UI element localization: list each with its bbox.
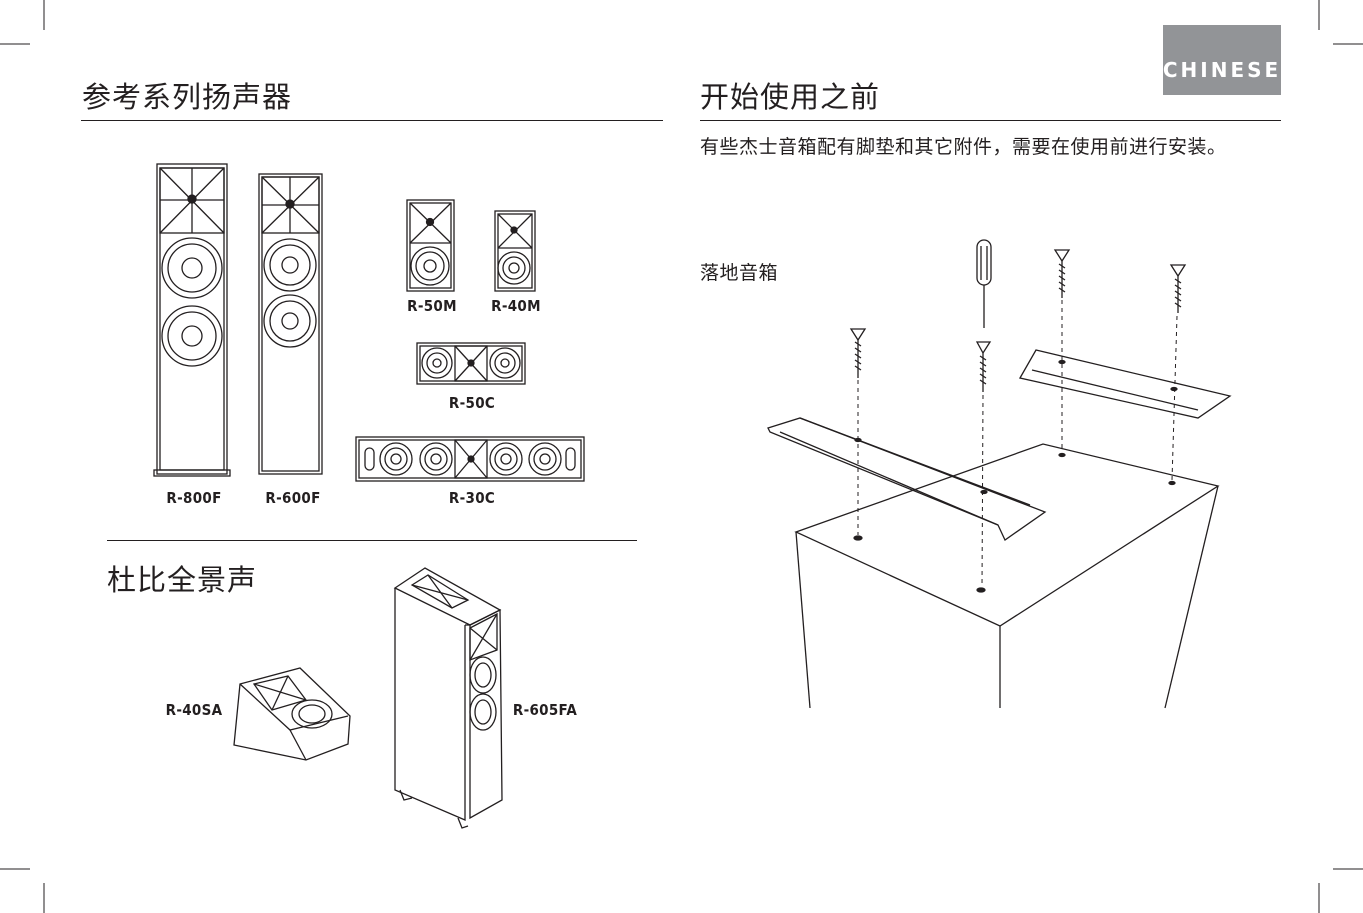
floorstanding-subheading: 落地音箱 <box>700 262 779 284</box>
r50m-speaker-illustration <box>406 199 455 292</box>
title-divider-left <box>81 120 663 121</box>
model-label-r605fa: R-605FA <box>512 701 578 719</box>
model-label-r600f: R-600F <box>265 489 321 507</box>
model-label-r800f: R-800F <box>166 489 222 507</box>
model-label-r50c: R-50C <box>448 394 496 412</box>
r800f-speaker-illustration <box>153 163 231 477</box>
atmos-divider <box>107 540 637 541</box>
r605fa-speaker-illustration <box>393 567 503 829</box>
r600f-speaker-illustration <box>258 173 323 475</box>
r30c-speaker-illustration <box>355 436 585 482</box>
r50c-speaker-illustration <box>416 342 526 385</box>
section-title-atmos: 杜比全景声 <box>107 563 258 597</box>
intro-text: 有些杰士音箱配有脚垫和其它附件，需要在使用前进行安装。 <box>700 136 1227 158</box>
model-label-r40sa: R-40SA <box>165 701 223 719</box>
title-divider-right <box>700 120 1281 121</box>
screwdriver-icon <box>976 239 992 328</box>
model-label-r30c: R-30C <box>448 489 496 507</box>
page-title-reference-series: 参考系列扬声器 <box>82 80 293 114</box>
r40sa-speaker-illustration <box>233 667 351 761</box>
language-tab: CHINESE <box>1163 25 1281 95</box>
r40m-speaker-illustration <box>494 210 536 292</box>
page-title-before-use: 开始使用之前 <box>700 80 881 114</box>
model-label-r40m: R-40M <box>491 297 541 315</box>
floorstanding-assembly-diagram <box>767 239 1232 709</box>
model-label-r50m: R-50M <box>407 297 457 315</box>
